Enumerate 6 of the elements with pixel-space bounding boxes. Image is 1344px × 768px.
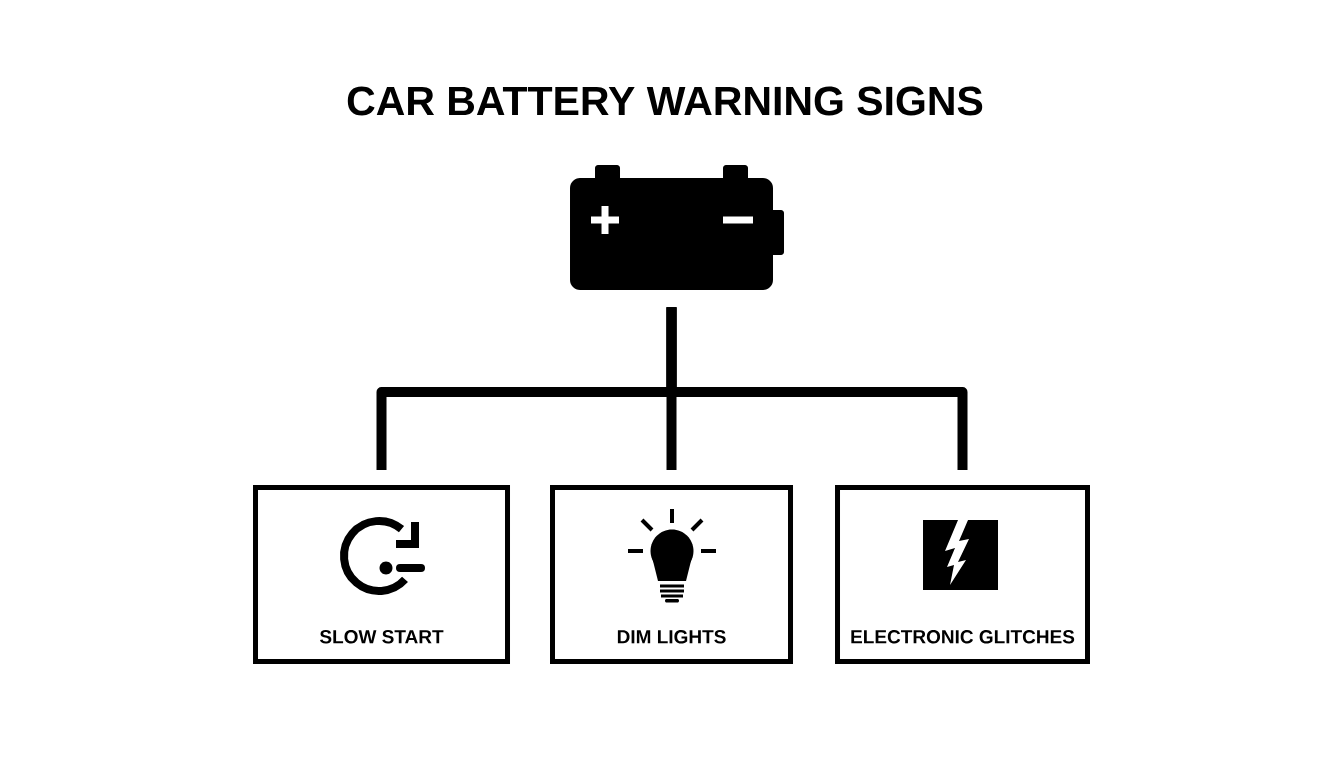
battery-icon: [570, 165, 784, 290]
title: CAR BATTERY WARNING SIGNS: [347, 86, 983, 116]
connector-line: [666, 307, 968, 470]
sign-box: ELECTRONIC GLITCHES: [835, 485, 1090, 664]
sign-box: SLOW START: [253, 485, 510, 664]
sign-box: DIM LIGHTS: [550, 485, 793, 664]
